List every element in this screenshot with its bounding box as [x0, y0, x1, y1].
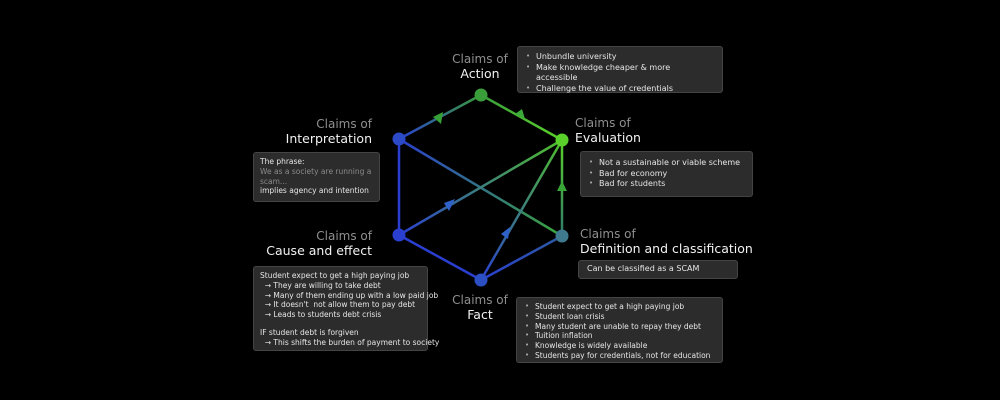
node-action	[474, 88, 488, 102]
label-evaluation: Claims of Evaluation	[575, 116, 665, 145]
cause-line: IF student debt is forgiven	[260, 327, 359, 337]
label-fact-name: Fact	[467, 306, 493, 322]
label-action: Claims of Action	[430, 52, 530, 81]
label-cause-prefix: Claims of	[316, 229, 372, 243]
label-interpretation: Claims of Interpretation	[270, 117, 372, 146]
cause-line: → This shifts the burden of payment to s…	[260, 337, 440, 347]
cause-claims-box: Student expect to get a high paying job …	[253, 266, 440, 351]
label-fact: Claims of Fact	[440, 293, 520, 322]
evaluation-item: Bad for economy	[589, 169, 744, 180]
evaluation-claims-box: Not a sustainable or viable scheme Bad f…	[580, 151, 753, 197]
edge-fact-evaluation	[479, 139, 564, 281]
node-fact	[474, 273, 488, 287]
action-item: Challenge the value of credentials	[526, 84, 714, 95]
arrow-to-action-right	[515, 109, 525, 119]
edge-fact-cause	[398, 233, 482, 282]
action-item: Make knowledge cheaper & more accessible	[526, 63, 714, 84]
cause-line: → They are willing to take debt	[260, 280, 381, 290]
label-action-name: Action	[460, 65, 500, 81]
label-cause: Claims of Cause and effect	[260, 229, 372, 258]
fact-item: Knowledge is widely available	[525, 341, 714, 351]
label-definition: Claims of Definition and classification	[580, 227, 780, 256]
fact-item: Tuition inflation	[525, 331, 714, 341]
cause-line	[260, 320, 421, 328]
interpretation-claims-box: The phrase: We as a society are running …	[253, 152, 380, 202]
arrow-cause-evaluation	[444, 199, 455, 211]
label-definition-prefix: Claims of	[580, 227, 636, 241]
label-definition-name: Definition and classification	[580, 240, 753, 256]
fact-item: Student expect to get a high paying job	[525, 302, 714, 312]
evaluation-item: Bad for students	[589, 179, 744, 190]
evaluation-item: Not a sustainable or viable scheme	[589, 158, 744, 169]
node-evaluation	[555, 133, 569, 147]
interpretation-quote: We as a society are running a	[260, 166, 372, 176]
action-item: Unbundle university	[526, 52, 714, 63]
interpretation-line: The phrase:	[260, 157, 305, 166]
node-interpretation	[392, 132, 406, 146]
definition-text: Can be classified as a SCAM	[587, 264, 700, 273]
action-claims-box: Unbundle university Make knowledge cheap…	[517, 46, 723, 93]
arrow-to-evaluation-right	[557, 181, 567, 191]
fact-item: Students pay for credentials, not for ed…	[525, 351, 714, 361]
arrow-to-action-left	[433, 112, 443, 124]
fact-item: Many student are unable to repay they de…	[525, 322, 714, 332]
fact-claims-box: Student expect to get a high paying job …	[516, 297, 723, 363]
edge-cause-evaluation	[398, 138, 563, 237]
label-action-prefix: Claims of	[452, 52, 508, 66]
label-interpretation-prefix: Claims of	[316, 117, 372, 131]
label-interpretation-name: Interpretation	[285, 130, 372, 146]
cause-line: → Leads to students debt crisis	[260, 310, 382, 319]
cause-line: Student expect to get a high paying job	[260, 271, 410, 280]
label-evaluation-prefix: Claims of	[575, 116, 631, 130]
label-cause-name: Cause and effect	[266, 242, 372, 258]
interpretation-quote: scam...	[260, 176, 288, 186]
definition-claims-box: Can be classified as a SCAM	[578, 260, 738, 279]
cause-line: → It doesn't not allow them to pay debt	[260, 300, 416, 310]
node-definition	[555, 229, 569, 243]
arrow-fact-evaluation	[501, 227, 510, 239]
edge-action-evaluation	[480, 93, 563, 142]
label-evaluation-name: Evaluation	[575, 129, 641, 145]
node-cause	[392, 228, 406, 242]
fact-item: Student loan crisis	[525, 312, 714, 322]
interpretation-line: implies agency and intention	[260, 186, 369, 196]
cause-line: → Many of them ending up with a low paid…	[260, 290, 439, 300]
label-fact-prefix: Claims of	[452, 293, 508, 307]
edge-definition-fact	[480, 234, 563, 282]
